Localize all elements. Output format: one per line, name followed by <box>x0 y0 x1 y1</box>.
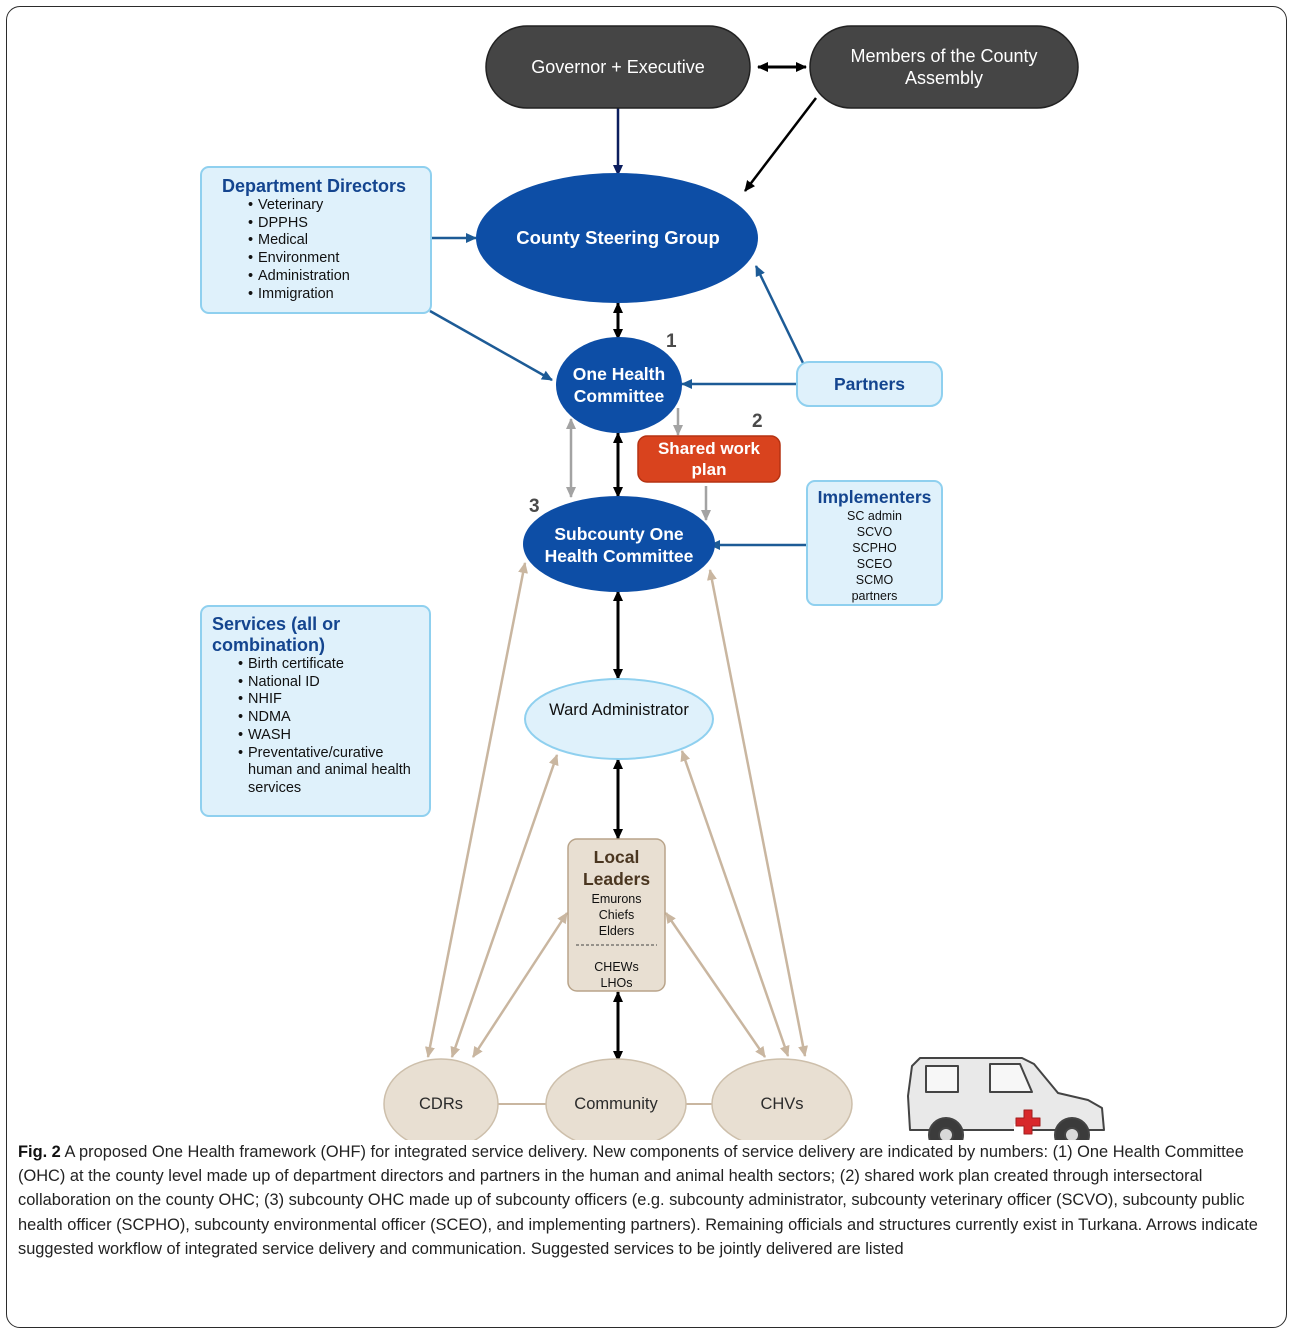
ward-node <box>524 678 714 760</box>
list-item: SCVO <box>856 525 893 539</box>
subcounty-node <box>523 496 715 592</box>
list-item: SC admin <box>847 509 902 523</box>
list-item: SCEO <box>856 557 893 571</box>
list-item: LHOs <box>600 976 633 990</box>
assembly-label: Members of the County Assembly <box>850 46 1038 88</box>
bullet-icon: • <box>248 232 254 249</box>
list-item: •National ID <box>238 673 320 690</box>
chvs-node <box>711 1058 853 1140</box>
cdrs-node <box>383 1058 499 1140</box>
bullet-icon: • <box>248 214 254 231</box>
caption-text: A proposed One Health framework (OHF) fo… <box>18 1143 1258 1258</box>
workplan-node <box>637 435 781 483</box>
local-leaders-node <box>567 838 666 992</box>
bullet-icon: • <box>238 656 244 672</box>
community-node <box>545 1058 687 1140</box>
services-box: Services (all or combination) •Birth cer… <box>200 605 431 817</box>
department-directors-list: •Veterinary •DPPHS •Medical •Environment… <box>222 197 420 303</box>
list-item: CHEWs <box>594 960 639 974</box>
arrow-directors-ohc <box>429 309 553 382</box>
list-item: SCMO <box>855 573 894 587</box>
list-item: •Medical <box>248 232 308 249</box>
bullet-icon: • <box>248 267 254 284</box>
services-title: Services (all or combination) <box>212 614 341 655</box>
local-leaders-content: Local Leaders Emurons Chiefs Elders CHEW… <box>568 846 665 991</box>
list-item: partners <box>851 589 898 603</box>
marker-3: 3 <box>529 496 540 517</box>
bullet-icon: • <box>248 285 254 302</box>
figure-caption: Fig. 2 A proposed One Health framework (… <box>18 1140 1276 1261</box>
ohc-label: One Health Committee <box>572 364 666 406</box>
bullet-icon: • <box>238 691 244 708</box>
list-item: Chiefs <box>598 908 635 922</box>
governor-node <box>485 25 751 109</box>
department-directors-title: Department Directors <box>222 176 407 196</box>
implementers-list: SC admin SCVO SCPHO SCEO SCMO partners <box>812 508 937 604</box>
local-leaders-title: Local Leaders <box>582 847 651 889</box>
marker-1: 1 <box>666 331 677 352</box>
list-item: •WASH <box>238 726 291 743</box>
bullet-icon: • <box>238 709 244 726</box>
arrow-partners-steering <box>754 265 805 364</box>
bullet-icon: • <box>248 197 254 213</box>
partners-label: Partners <box>833 373 905 394</box>
list-item: •Administration <box>248 267 350 284</box>
ward-label: Ward Administrator <box>549 700 689 719</box>
ohc-node <box>556 337 682 433</box>
node-shapes <box>383 25 1079 1140</box>
steering-node <box>476 173 758 303</box>
list-item: •NDMA <box>238 709 291 726</box>
list-item: SCPHO <box>852 541 897 555</box>
chvs-label: CHVs <box>760 1094 804 1113</box>
list-item: •DPPHS <box>248 214 308 231</box>
arrow-leaders-cdrs <box>471 912 569 1058</box>
department-directors-box: Department Directors •Veterinary •DPPHS … <box>200 166 432 314</box>
list-item: Elders <box>598 924 635 938</box>
assembly-node <box>809 25 1079 109</box>
ambulance-vehicle-icon <box>907 1057 1105 1140</box>
services-list: •Birth certificate •National ID •NHIF •N… <box>212 656 419 798</box>
partners-node <box>796 361 943 407</box>
list-item: •Preventative/curative human and animal … <box>238 744 411 796</box>
implementers-title: Implementers <box>817 487 932 507</box>
arrow-ward-cdrs <box>450 754 559 1058</box>
arrow-leaders-chvs <box>664 912 767 1058</box>
governor-label: Governor + Executive <box>531 57 705 77</box>
cdrs-label: CDRs <box>419 1094 463 1113</box>
community-label: Community <box>574 1094 658 1113</box>
list-item: •Environment <box>248 250 340 267</box>
bullet-icon: • <box>248 250 254 267</box>
connectors <box>425 62 817 1105</box>
list-item: •Veterinary <box>248 197 324 213</box>
bullet-icon: • <box>238 673 244 690</box>
framework-diagram <box>383 25 1105 1140</box>
arrow-assembly-steering <box>744 97 817 192</box>
list-item: •Immigration <box>248 285 334 302</box>
workplan-label: Shared work plan <box>657 439 761 479</box>
subcounty-label: Subcounty One Health Committee <box>544 524 694 566</box>
arrow-ward-chvs <box>680 750 790 1057</box>
list-item: •Birth certificate <box>238 656 344 672</box>
bullet-icon: • <box>238 744 244 761</box>
arrow-subcounty-chvs <box>707 569 808 1057</box>
list-item: •NHIF <box>238 691 282 708</box>
caption-label: Fig. 2 <box>18 1143 61 1161</box>
list-item: Emurons <box>591 892 642 906</box>
bullet-icon: • <box>238 726 244 743</box>
marker-2: 2 <box>752 411 763 432</box>
steering-label: County Steering Group <box>516 227 720 248</box>
implementers-box: Implementers SC admin SCVO SCPHO SCEO SC… <box>806 480 943 606</box>
